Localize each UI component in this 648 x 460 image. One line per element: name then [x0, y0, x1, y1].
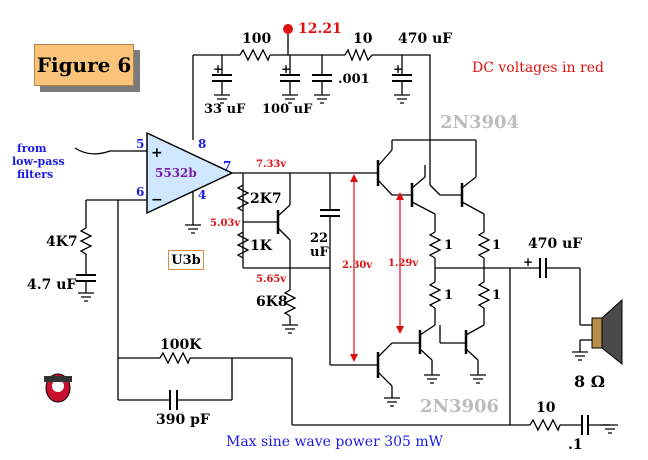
- resistor-6k8: [283, 289, 297, 317]
- label-speaker: 8 Ω: [574, 372, 605, 391]
- label-c001: .001: [338, 72, 370, 87]
- input-label-1: from: [17, 142, 47, 155]
- dc-note: DC voltages in red: [472, 60, 604, 76]
- mascot-logo: [44, 373, 72, 403]
- resistor-10-top: [344, 48, 373, 62]
- cap-001: [312, 55, 332, 104]
- output-plus: +: [523, 255, 533, 269]
- label-6k8: 6K8: [256, 294, 288, 310]
- voltage-span: 2.30v: [342, 260, 373, 271]
- svg-text:+: +: [393, 62, 403, 76]
- pin-minus: 6: [136, 185, 144, 199]
- label-r1d: 1: [492, 288, 501, 303]
- label-r-supply2: 10: [353, 31, 373, 47]
- label-pnp: 2N3906: [420, 396, 499, 417]
- npn-transistors: [376, 139, 485, 215]
- ground-opamp: [185, 224, 201, 234]
- label-c33: 33 uF: [204, 102, 246, 117]
- label-1k: 1K: [250, 238, 273, 254]
- label-4k7: 4K7: [46, 234, 78, 250]
- voltage-base: 5.03v: [210, 218, 241, 229]
- voltage-vbe: 1.29v: [388, 258, 419, 269]
- label-r1b: 1: [492, 238, 501, 253]
- cap-470uf-top: [392, 55, 412, 104]
- opamp-minus: −: [151, 192, 163, 208]
- svg-text:+: +: [213, 62, 223, 76]
- supply-rail: [193, 54, 431, 185]
- input-label-3: filters: [17, 168, 53, 181]
- footer-note: Max sine wave power 305 mW: [226, 434, 444, 450]
- cap-100uf: [280, 55, 300, 104]
- input-wire: [74, 147, 131, 155]
- svg-text:+: +: [281, 62, 291, 76]
- label-22-uf: uF: [310, 245, 329, 260]
- label-c470-top: 470 uF: [398, 31, 452, 47]
- opamp-designator: U3b: [168, 250, 204, 270]
- pin-out: 7: [223, 159, 231, 173]
- voltage-low: 5.65v: [256, 274, 287, 285]
- label-22: 22: [310, 231, 328, 246]
- pin-plus: 5: [136, 137, 144, 151]
- resistor-1k: [236, 231, 250, 259]
- input-label-2: low-pass: [12, 155, 65, 168]
- resistor-4k7: [79, 227, 93, 255]
- label-r-supply1: 100: [242, 31, 271, 47]
- label-390pf: 390 pF: [156, 412, 210, 428]
- resistor-100: [239, 48, 271, 62]
- label-r1c: 1: [444, 288, 453, 303]
- vbe-transistor: [276, 173, 291, 268]
- opamp-name: 5532b: [155, 166, 197, 180]
- label-r1a: 1: [444, 238, 453, 253]
- figure-label: Figure 6: [34, 44, 134, 86]
- supply-node-dot: [283, 24, 293, 34]
- label-4u7: 4.7 uF: [27, 277, 76, 293]
- resistor-zobel: [529, 418, 561, 432]
- speaker-icon: [591, 298, 623, 366]
- pnp-transistors: [376, 324, 486, 407]
- resistor-2k7: [236, 184, 250, 212]
- opamp-plus: +: [151, 145, 163, 161]
- label-zobel-c: .1: [568, 437, 583, 453]
- label-zobel-r: 10: [536, 400, 556, 416]
- supply-voltage: 12.21: [298, 21, 342, 37]
- label-2k7: 2K7: [250, 191, 282, 207]
- label-c470-out: 470 uF: [528, 236, 582, 252]
- pin-vminus: 4: [198, 188, 206, 202]
- cap-33uf: [212, 55, 232, 104]
- pin-vplus: 8: [198, 137, 206, 151]
- label-c100: 100 uF: [262, 102, 313, 117]
- opamp-triangle: [146, 131, 234, 215]
- voltage-out: 7.33v: [256, 159, 287, 170]
- label-npn: 2N3904: [440, 112, 519, 133]
- resistor-100k: [159, 351, 191, 365]
- label-100k: 100K: [160, 337, 202, 353]
